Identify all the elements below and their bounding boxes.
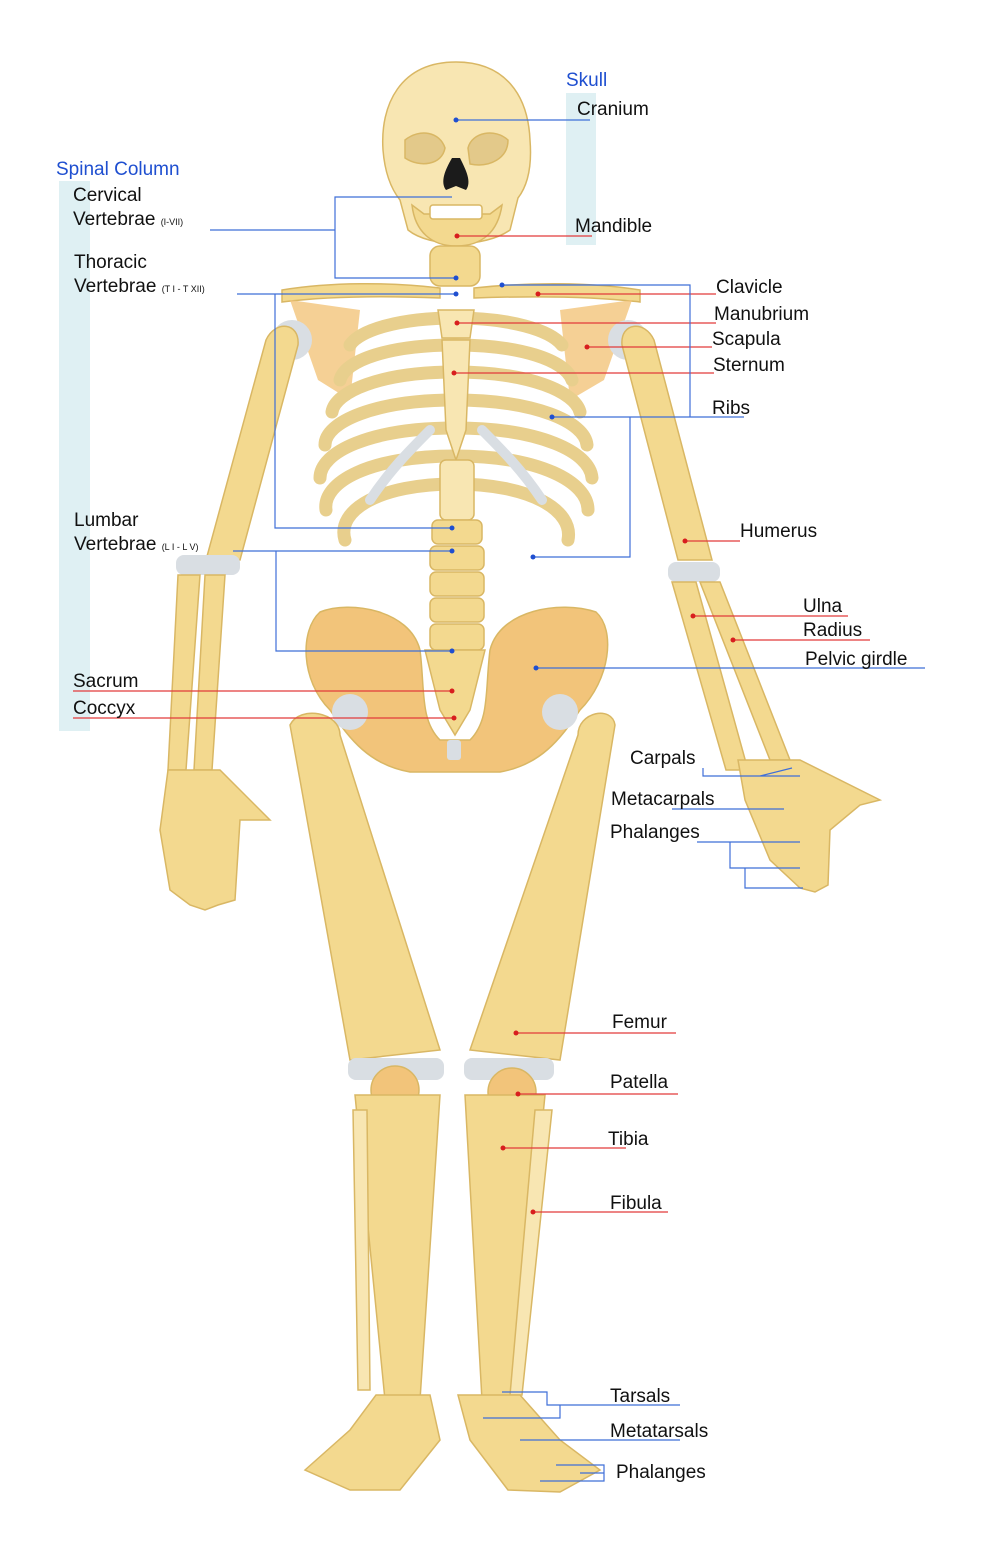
- right-hand: [737, 759, 883, 893]
- fibula-label: Fibula: [610, 1193, 662, 1214]
- red-leader-lines: [73, 235, 870, 1213]
- sacrum-label: Sacrum: [73, 671, 139, 692]
- foot-phalanges-label: Phalanges: [616, 1462, 706, 1483]
- cranium-label: Cranium: [577, 99, 649, 120]
- skull: [381, 61, 532, 247]
- left-hand: [159, 769, 272, 911]
- hand-phalanges-label: Phalanges: [610, 822, 700, 843]
- right-eye-socket: [467, 132, 509, 166]
- teeth: [429, 204, 483, 220]
- thoracic-leader: [237, 293, 456, 529]
- metatarsals-label: Metatarsals: [610, 1421, 709, 1442]
- foot-phalanges-leader: [540, 1464, 605, 1482]
- hand-phalanges-leader: [697, 841, 803, 889]
- sternum-shape: [441, 339, 471, 463]
- spinal-column-bracket-bar: [59, 181, 90, 731]
- lumbar-leader: [233, 550, 452, 652]
- manubrium-label: Manubrium: [714, 304, 810, 325]
- lumbar-line1: Lumbar: [74, 510, 139, 531]
- mandible-label: Mandible: [575, 216, 653, 237]
- tarsals-leader: [483, 1391, 680, 1419]
- skeleton-figure: [159, 61, 883, 1493]
- costal-cartilage: [365, 425, 547, 505]
- cervical-range: (I-VII): [160, 217, 184, 227]
- spinal-column-group-label: Spinal Column: [56, 159, 180, 180]
- femur-label: Femur: [612, 1012, 667, 1033]
- thoracic-line1: Thoracic: [74, 252, 147, 273]
- sternum-label: Sternum: [713, 355, 785, 376]
- skull-bracket-bar: [566, 93, 596, 245]
- pelvic-girdle-shape: [305, 606, 609, 773]
- right-leg: [457, 694, 616, 1493]
- ribs-leader: [502, 284, 744, 558]
- patella-label: Patella: [610, 1072, 669, 1093]
- vertebral-column: [429, 459, 485, 651]
- pubic-symphysis: [447, 740, 461, 760]
- lumbar-line2: Vertebrae: [74, 534, 157, 555]
- ulna-label: Ulna: [803, 596, 843, 617]
- coccyx-label: Coccyx: [73, 698, 136, 719]
- left-leg: [289, 694, 444, 1491]
- right-arm: [608, 320, 883, 893]
- thoracic-line2: Vertebrae: [74, 276, 157, 297]
- cervical-spine: [429, 245, 481, 287]
- nasal-cavity: [443, 158, 469, 190]
- right-clavicle: [473, 282, 641, 303]
- tibia-label: Tibia: [608, 1129, 649, 1150]
- sacrum-shape: [424, 649, 486, 737]
- metacarpals-label: Metacarpals: [611, 789, 715, 810]
- cervical-vertebrae-label: Cervical Vertebrae (I-VII): [73, 184, 183, 234]
- clavicle-label: Clavicle: [716, 277, 783, 298]
- carpals-leader: [702, 767, 800, 777]
- cervical-line2: Vertebrae: [73, 209, 156, 230]
- tarsals-label: Tarsals: [610, 1386, 671, 1407]
- blue-leader-lines: [210, 119, 925, 1482]
- carpals-label: Carpals: [630, 748, 696, 769]
- humerus-label: Humerus: [740, 521, 818, 542]
- lumbar-vertebrae-label: Lumbar Vertebrae (L I - L V): [74, 509, 199, 559]
- left-arm: [159, 320, 312, 911]
- radius-label: Radius: [803, 620, 863, 641]
- marker-dots: [449, 117, 736, 1215]
- right-scapula: [560, 300, 632, 400]
- lumbar-range: (L I - L V): [161, 542, 199, 552]
- left-foot: [303, 1394, 441, 1491]
- cervical-leader: [210, 196, 456, 279]
- skull-group-label: Skull: [566, 70, 608, 91]
- thoracic-vertebrae-label: Thoracic Vertebrae (T I - T XII): [74, 251, 205, 301]
- ribs-label: Ribs: [712, 398, 751, 419]
- right-foot: [457, 1394, 602, 1493]
- left-clavicle: [281, 282, 441, 303]
- pelvic-girdle-label: Pelvic girdle: [805, 649, 908, 670]
- cervical-line1: Cervical: [73, 185, 142, 206]
- thoracic-range: (T I - T XII): [161, 284, 205, 294]
- left-eye-socket: [404, 132, 446, 165]
- scapula-label: Scapula: [712, 329, 781, 350]
